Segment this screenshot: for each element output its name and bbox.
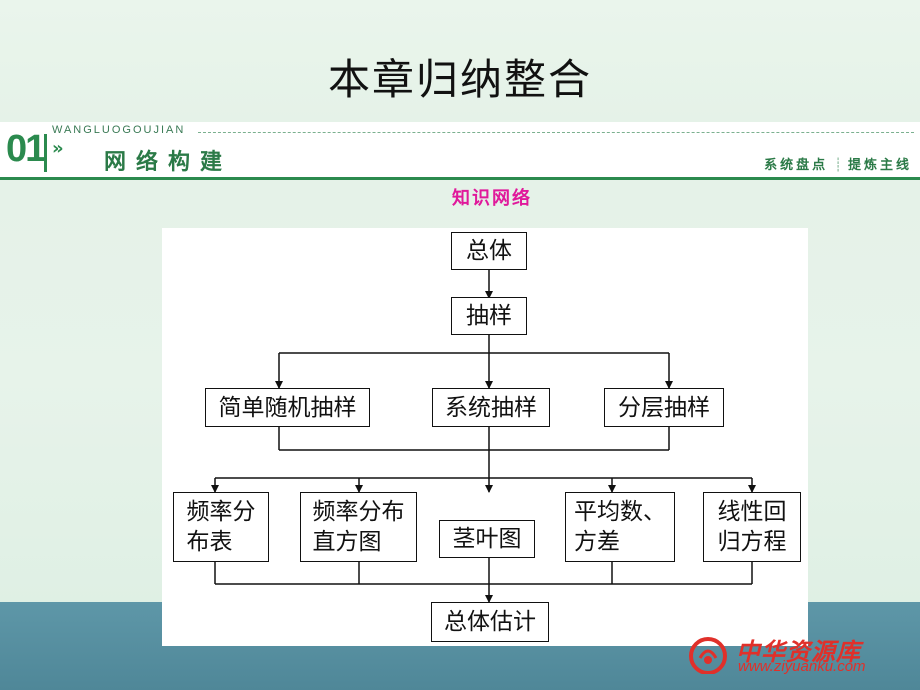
section-tagline: 系统盘点 ┊ 提炼主线 [764, 154, 912, 173]
histogram-line-1: 频率分布 [312, 499, 405, 525]
node-frequency-histogram: 频率分布 直方图 [300, 492, 417, 562]
knowledge-network-diagram: 总体 抽样 简单随机抽样 系统抽样 分层抽样 频率分 布表 频率分布 直方图 茎… [162, 228, 808, 646]
watermark-url: www.ziyuanku.com [738, 658, 866, 675]
regression-line-2: 归方程 [717, 529, 787, 555]
histogram-line-2: 直方图 [312, 529, 382, 555]
section-pinyin: WANGLUOGOUJIAN [52, 124, 186, 136]
double-chevron-icon: » [52, 138, 64, 159]
node-stem-leaf-plot: 茎叶图 [439, 520, 535, 558]
freq-table-line-2: 布表 [186, 529, 233, 555]
section-header: 01 WANGLUOGOUJIAN » 网络构建 系统盘点 ┊ 提炼主线 [0, 122, 920, 180]
freq-table-line-1: 频率分 [186, 499, 256, 525]
node-population: 总体 [451, 232, 527, 270]
page-title: 本章归纳整合 [327, 55, 592, 104]
node-frequency-table: 频率分 布表 [173, 492, 269, 562]
section-underline [0, 177, 920, 180]
mean-variance-line-2: 方差 [574, 529, 620, 555]
watermark-logo-icon [689, 637, 727, 674]
node-systematic-sampling: 系统抽样 [432, 388, 550, 427]
title-band [0, 0, 920, 122]
knowledge-network-subtitle: 知识网络 [452, 188, 532, 209]
section-number-divider [44, 134, 47, 172]
tagline-right: 提炼主线 [847, 158, 912, 173]
node-simple-random-sampling: 简单随机抽样 [205, 388, 370, 427]
node-population-estimate: 总体估计 [431, 602, 549, 642]
node-sampling: 抽样 [451, 297, 527, 335]
node-linear-regression: 线性回 归方程 [703, 492, 801, 562]
tagline-left: 系统盘点 [764, 158, 829, 173]
diagram-connectors [211, 269, 756, 603]
section-dashed-line [198, 132, 914, 133]
section-name: 网络构建 [104, 150, 233, 175]
watermark-brand: 中华资源库 [736, 638, 861, 666]
node-mean-variance: 平均数、 方差 [565, 492, 675, 562]
watermark: 中华资源库 www.ziyuanku.com [686, 628, 896, 680]
tagline-separator: ┊ [834, 158, 842, 173]
section-number: 01 [6, 128, 46, 170]
node-stratified-sampling: 分层抽样 [604, 388, 724, 427]
mean-variance-line-1: 平均数、 [574, 499, 666, 525]
regression-line-1: 线性回 [717, 499, 787, 525]
